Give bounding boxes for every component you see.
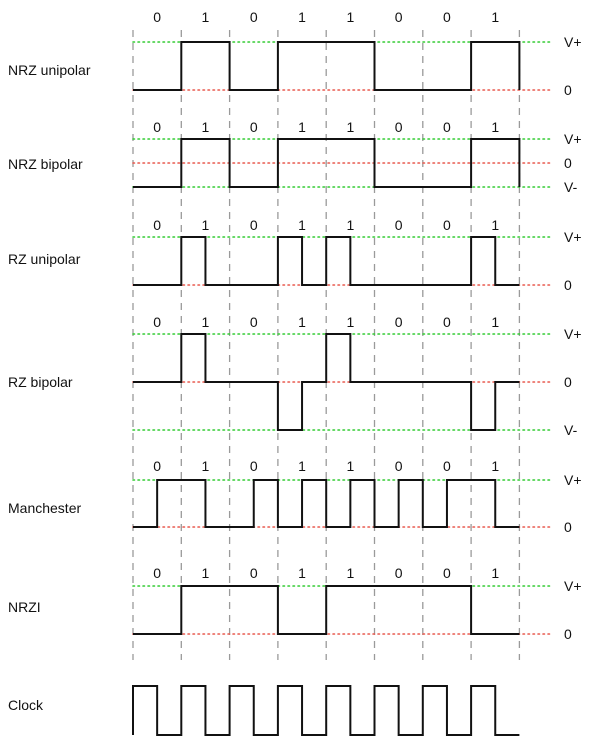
bit-label: 0 <box>153 458 161 474</box>
signal-waveform <box>133 41 521 91</box>
bit-label: 1 <box>491 9 499 25</box>
signal-waveform <box>133 138 521 188</box>
bit-label: 1 <box>491 217 499 233</box>
bit-label: 0 <box>153 217 161 233</box>
zero-level-label: 0 <box>564 277 572 293</box>
signal-waveform <box>133 333 520 431</box>
bit-label: 1 <box>202 119 210 135</box>
bit-label: 0 <box>153 314 161 330</box>
bit-label: 1 <box>491 565 499 581</box>
high-level-label: V+ <box>564 472 582 488</box>
bit-label: 1 <box>202 565 210 581</box>
bit-label: 1 <box>298 458 306 474</box>
bit-label: 0 <box>250 458 258 474</box>
waveform-row: NRZI 0 1 0 1 1 0 0 1V+ 0 <box>8 565 582 642</box>
bit-label: 1 <box>346 217 354 233</box>
zero-level-label: 0 <box>564 374 572 390</box>
bit-label: 0 <box>250 217 258 233</box>
bit-label: 0 <box>153 9 161 25</box>
bit-label: 1 <box>346 314 354 330</box>
high-level-label: V+ <box>564 326 582 342</box>
bit-label: 1 <box>346 458 354 474</box>
zero-level-label: 0 <box>564 155 572 171</box>
bit-label: 0 <box>443 458 451 474</box>
row-label: RZ bipolar <box>8 374 73 390</box>
waveform-row: NRZ bipolar 0 1 0 1 1 0 0 1V+ 0V- <box>8 119 582 195</box>
bit-label: 0 <box>153 565 161 581</box>
bit-label: 1 <box>491 458 499 474</box>
bit-label: 0 <box>250 565 258 581</box>
bit-label: 1 <box>346 9 354 25</box>
bit-label: 1 <box>298 119 306 135</box>
signal-waveform <box>133 236 520 286</box>
high-level-label: V+ <box>564 34 582 50</box>
bit-label: 1 <box>298 9 306 25</box>
bit-label: 1 <box>491 314 499 330</box>
bit-label: 1 <box>491 119 499 135</box>
bit-label: 0 <box>395 458 403 474</box>
waveform-row: NRZ unipolar 0 1 0 1 1 0 0 1V+ 0 <box>8 9 582 98</box>
waveform-row: RZ unipolar 0 1 0 1 1 0 0 1V+ 0 <box>8 217 582 293</box>
waveform-row: Clock <box>8 685 520 736</box>
row-label: NRZ unipolar <box>8 62 91 78</box>
signal-waveform <box>133 585 520 635</box>
bit-label: 1 <box>202 9 210 25</box>
bit-label: 1 <box>202 217 210 233</box>
bit-label: 1 <box>346 565 354 581</box>
bit-label: 1 <box>202 458 210 474</box>
zero-level-label: 0 <box>564 82 572 98</box>
high-level-label: V+ <box>564 131 582 147</box>
bit-label: 0 <box>395 119 403 135</box>
high-level-label: V+ <box>564 578 582 594</box>
zero-level-label: 0 <box>564 626 572 642</box>
low-level-label: V- <box>564 179 578 195</box>
waveform-row: RZ bipolar 0 1 0 1 1 0 0 1V+ 0V- <box>8 314 582 438</box>
bit-label: 1 <box>298 314 306 330</box>
row-label: NRZI <box>8 599 41 615</box>
row-label: NRZ bipolar <box>8 156 83 172</box>
bit-label: 1 <box>346 119 354 135</box>
bit-label: 0 <box>443 314 451 330</box>
bit-label: 0 <box>250 9 258 25</box>
signal-waveform <box>132 685 520 736</box>
bit-label: 0 <box>443 119 451 135</box>
bit-label: 0 <box>395 565 403 581</box>
bit-label: 0 <box>443 9 451 25</box>
low-level-label: V- <box>564 422 578 438</box>
bit-label: 1 <box>298 217 306 233</box>
bit-label: 1 <box>298 565 306 581</box>
row-label: Clock <box>8 697 44 713</box>
row-label: Manchester <box>8 500 81 516</box>
row-label: RZ unipolar <box>8 251 81 267</box>
high-level-label: V+ <box>564 229 582 245</box>
bit-label: 0 <box>443 565 451 581</box>
bit-label: 0 <box>153 119 161 135</box>
bit-label: 0 <box>395 314 403 330</box>
bit-label: 0 <box>250 314 258 330</box>
waveform-row: Manchester 0 1 0 1 1 0 0 1V+ 0 <box>8 458 582 535</box>
bit-label: 0 <box>443 217 451 233</box>
bit-label: 0 <box>395 217 403 233</box>
bit-label: 0 <box>395 9 403 25</box>
bit-label: 1 <box>202 314 210 330</box>
bit-label: 0 <box>250 119 258 135</box>
zero-level-label: 0 <box>564 519 572 535</box>
signal-waveform <box>133 479 520 528</box>
